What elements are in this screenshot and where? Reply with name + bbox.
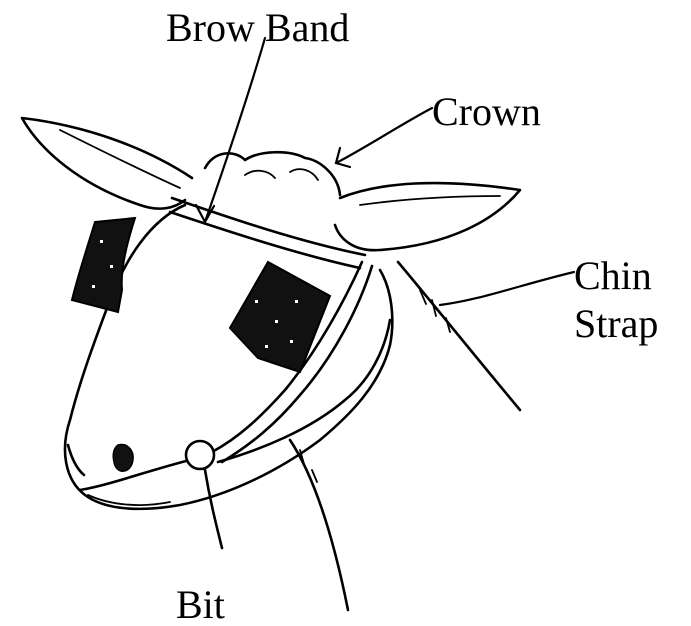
nostril-right bbox=[113, 444, 133, 471]
crown-tuft-detail bbox=[245, 169, 318, 180]
neck-back bbox=[398, 262, 520, 410]
nostril-left bbox=[68, 445, 84, 475]
brow-band-label: Brow Band bbox=[166, 6, 349, 50]
crown-tuft bbox=[205, 152, 340, 195]
right-ear-inner bbox=[360, 196, 500, 205]
neck-wool bbox=[300, 290, 450, 482]
chin-strap-leader-arrow bbox=[440, 272, 574, 305]
bit-label: Bit bbox=[176, 583, 225, 626]
right-ear bbox=[335, 183, 520, 250]
chin-strap-label-line1: Chin bbox=[574, 253, 652, 298]
right-wool-patch bbox=[230, 262, 330, 372]
left-ear bbox=[22, 118, 192, 209]
lead-rope bbox=[205, 470, 222, 548]
crown-leader-arrow bbox=[336, 108, 432, 167]
nose-band bbox=[80, 460, 190, 490]
chin-strap-label-line2: Strap bbox=[574, 301, 658, 346]
brow-band-leader-arrow bbox=[196, 38, 265, 222]
brow-band-strap-edge bbox=[170, 212, 360, 268]
chin-strap-label: Chin Strap bbox=[574, 252, 658, 348]
crown-label: Crown bbox=[432, 90, 541, 134]
neck-front bbox=[290, 440, 348, 610]
bit-ring bbox=[186, 441, 214, 469]
